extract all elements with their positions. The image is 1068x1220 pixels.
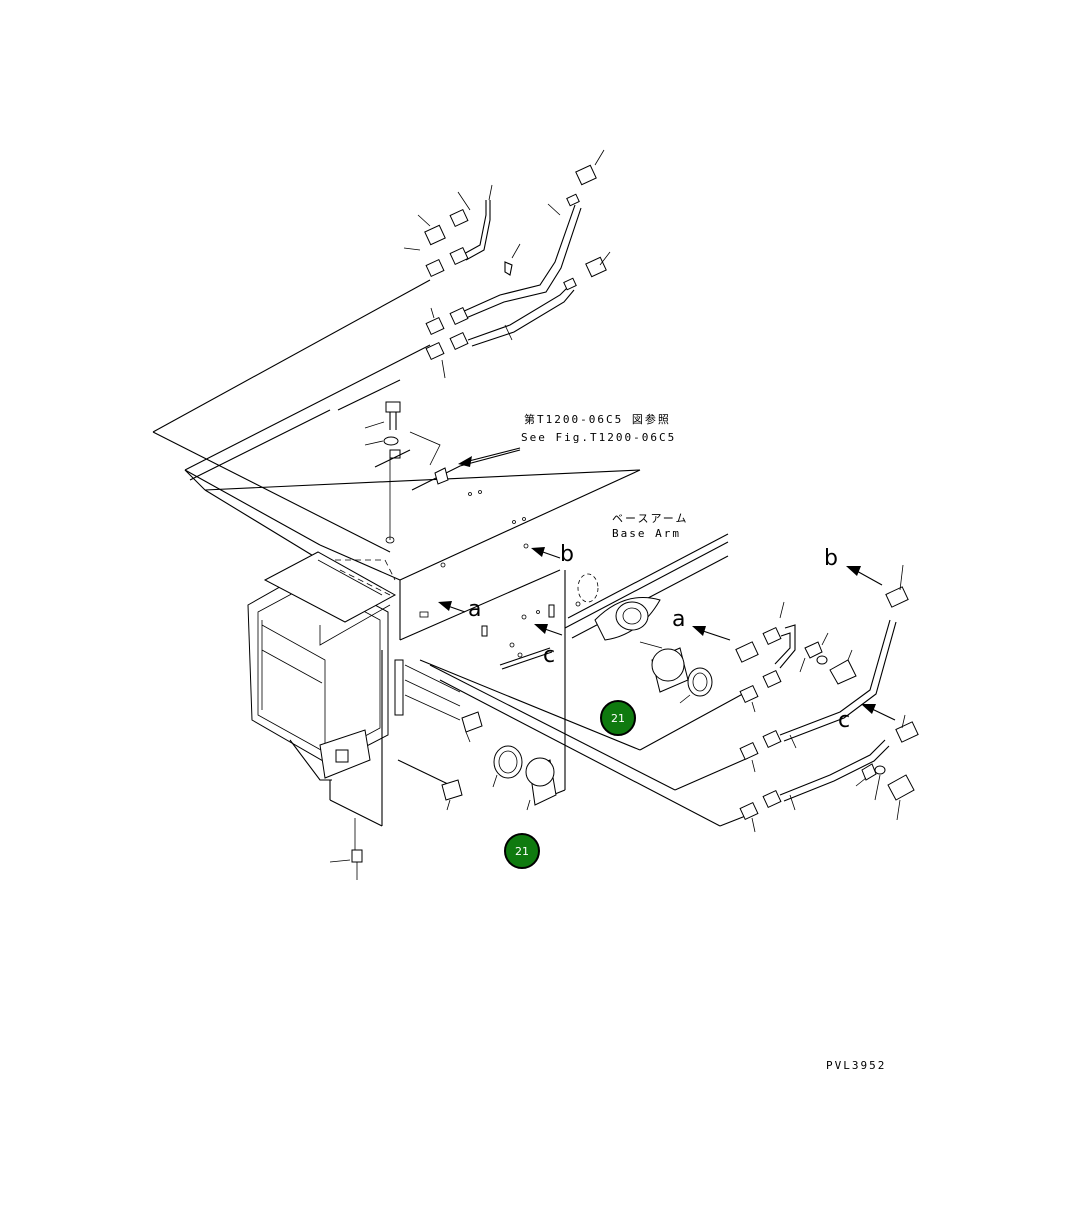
bushings-right (639, 641, 713, 704)
part-badge-21-upper[interactable]: 21 (600, 700, 636, 736)
callout-b-right: b (824, 546, 838, 571)
control-box (247, 551, 461, 827)
callout-a-upper: a (468, 597, 482, 622)
base-arm-label-en: Base Arm (612, 527, 681, 540)
part-badge-21-lower[interactable]: 21 (504, 833, 540, 869)
base-arm (564, 533, 729, 641)
callout-a-right: a (672, 607, 686, 632)
base-arm-label-jp: ベースアーム (612, 512, 689, 525)
bushings-left (329, 711, 557, 880)
right-hoses (735, 564, 919, 833)
callout-b-upper: b (560, 542, 574, 567)
callout-arrows (438, 447, 896, 721)
bolt-clamp (364, 401, 521, 544)
plate-holes (419, 490, 581, 670)
upper-hoses (403, 149, 611, 379)
callout-c-upper: c (543, 643, 556, 668)
callout-c-right: c (838, 708, 851, 733)
reference-label-en: See Fig.T1200-06C5 (521, 431, 677, 444)
frame-lines (152, 279, 751, 827)
reference-label-jp: 第T1200-06C5 図参照 (524, 413, 671, 426)
drawing-code: PVL3952 (826, 1059, 887, 1072)
